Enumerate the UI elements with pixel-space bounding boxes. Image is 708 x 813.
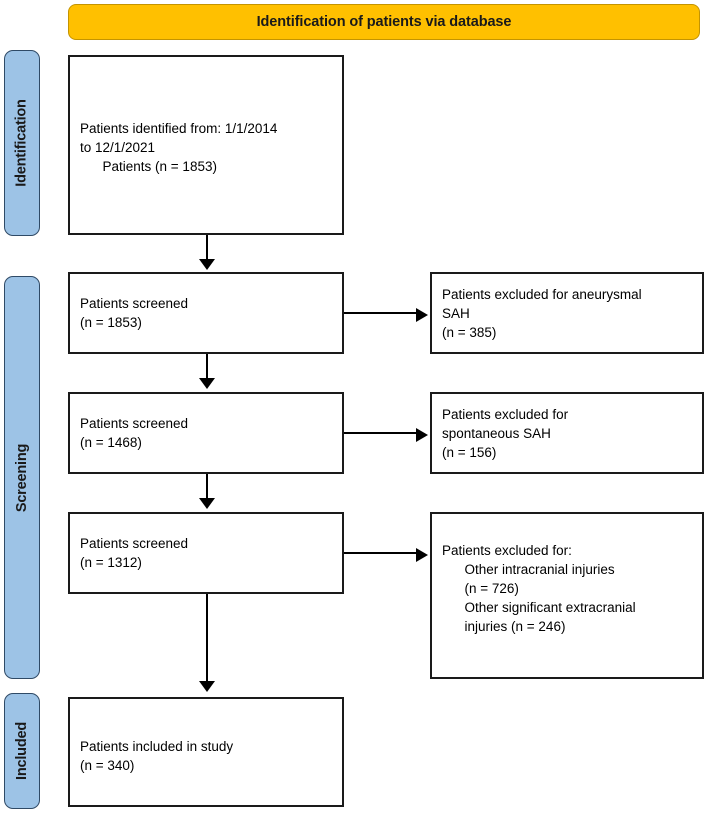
flow-box-screened-1: Patients screened (n = 1853)	[68, 272, 344, 354]
connector-vertical-4-line	[206, 594, 208, 683]
flow-box-screened-2: Patients screened (n = 1468)	[68, 392, 344, 474]
connector-vertical-2-line	[206, 354, 208, 380]
flow-box-included-text: Patients included in study (n = 340)	[80, 739, 234, 773]
connector-vertical-1-arrowhead-icon	[199, 259, 215, 270]
connector-horizontal-3-line	[344, 552, 418, 554]
header-title: Identification of patients via database	[256, 14, 512, 30]
connector-horizontal-3-arrowhead-icon	[416, 548, 428, 562]
connector-vertical-3-line	[206, 474, 208, 500]
flow-box-included: Patients included in study (n = 340)	[68, 697, 344, 807]
header-banner: Identification of patients via database	[68, 4, 700, 40]
stage-bar-screening: Screening	[4, 276, 40, 679]
stage-label-identification: Identification	[14, 99, 31, 187]
flow-box-excluded-3: Patients excluded for: Other intracrania…	[430, 512, 704, 679]
connector-horizontal-1-arrowhead-icon	[416, 308, 428, 322]
flow-box-screened-1-text: Patients screened (n = 1853)	[80, 296, 189, 330]
stage-label-screening: Screening	[14, 443, 30, 512]
stage-label-included: Included	[14, 721, 31, 781]
flow-box-excluded-1-text: Patients excluded for aneurysmal SAH (n …	[442, 286, 642, 340]
stage-bar-included: Included	[4, 693, 40, 809]
flow-box-excluded-1: Patients excluded for aneurysmal SAH (n …	[430, 272, 704, 354]
flow-box-excluded-2-text: Patients excluded for spontaneous SAH (n…	[442, 406, 569, 460]
connector-vertical-2-arrowhead-icon	[199, 378, 215, 389]
flow-box-screened-3: Patients screened (n = 1312)	[68, 512, 344, 594]
connector-horizontal-2-arrowhead-icon	[416, 428, 428, 442]
flow-box-screened-3-text: Patients screened (n = 1312)	[80, 536, 189, 570]
flow-box-screened-2-text: Patients screened (n = 1468)	[80, 416, 189, 450]
flow-box-excluded-2: Patients excluded for spontaneous SAH (n…	[430, 392, 704, 474]
flow-box-identified: Patients identified from: 1/1/2014 to 12…	[68, 55, 344, 235]
flow-box-identified-text: Patients identified from: 1/1/2014 to 12…	[80, 120, 278, 174]
connector-vertical-3-arrowhead-icon	[199, 498, 215, 509]
connector-horizontal-2-line	[344, 432, 418, 434]
connector-vertical-4-arrowhead-icon	[199, 681, 215, 692]
connector-vertical-1-line	[206, 235, 208, 261]
connector-horizontal-1-line	[344, 312, 418, 314]
stage-bar-identification: Identification	[4, 50, 40, 236]
flow-box-excluded-3-text: Patients excluded for: Other intracrania…	[442, 543, 636, 634]
